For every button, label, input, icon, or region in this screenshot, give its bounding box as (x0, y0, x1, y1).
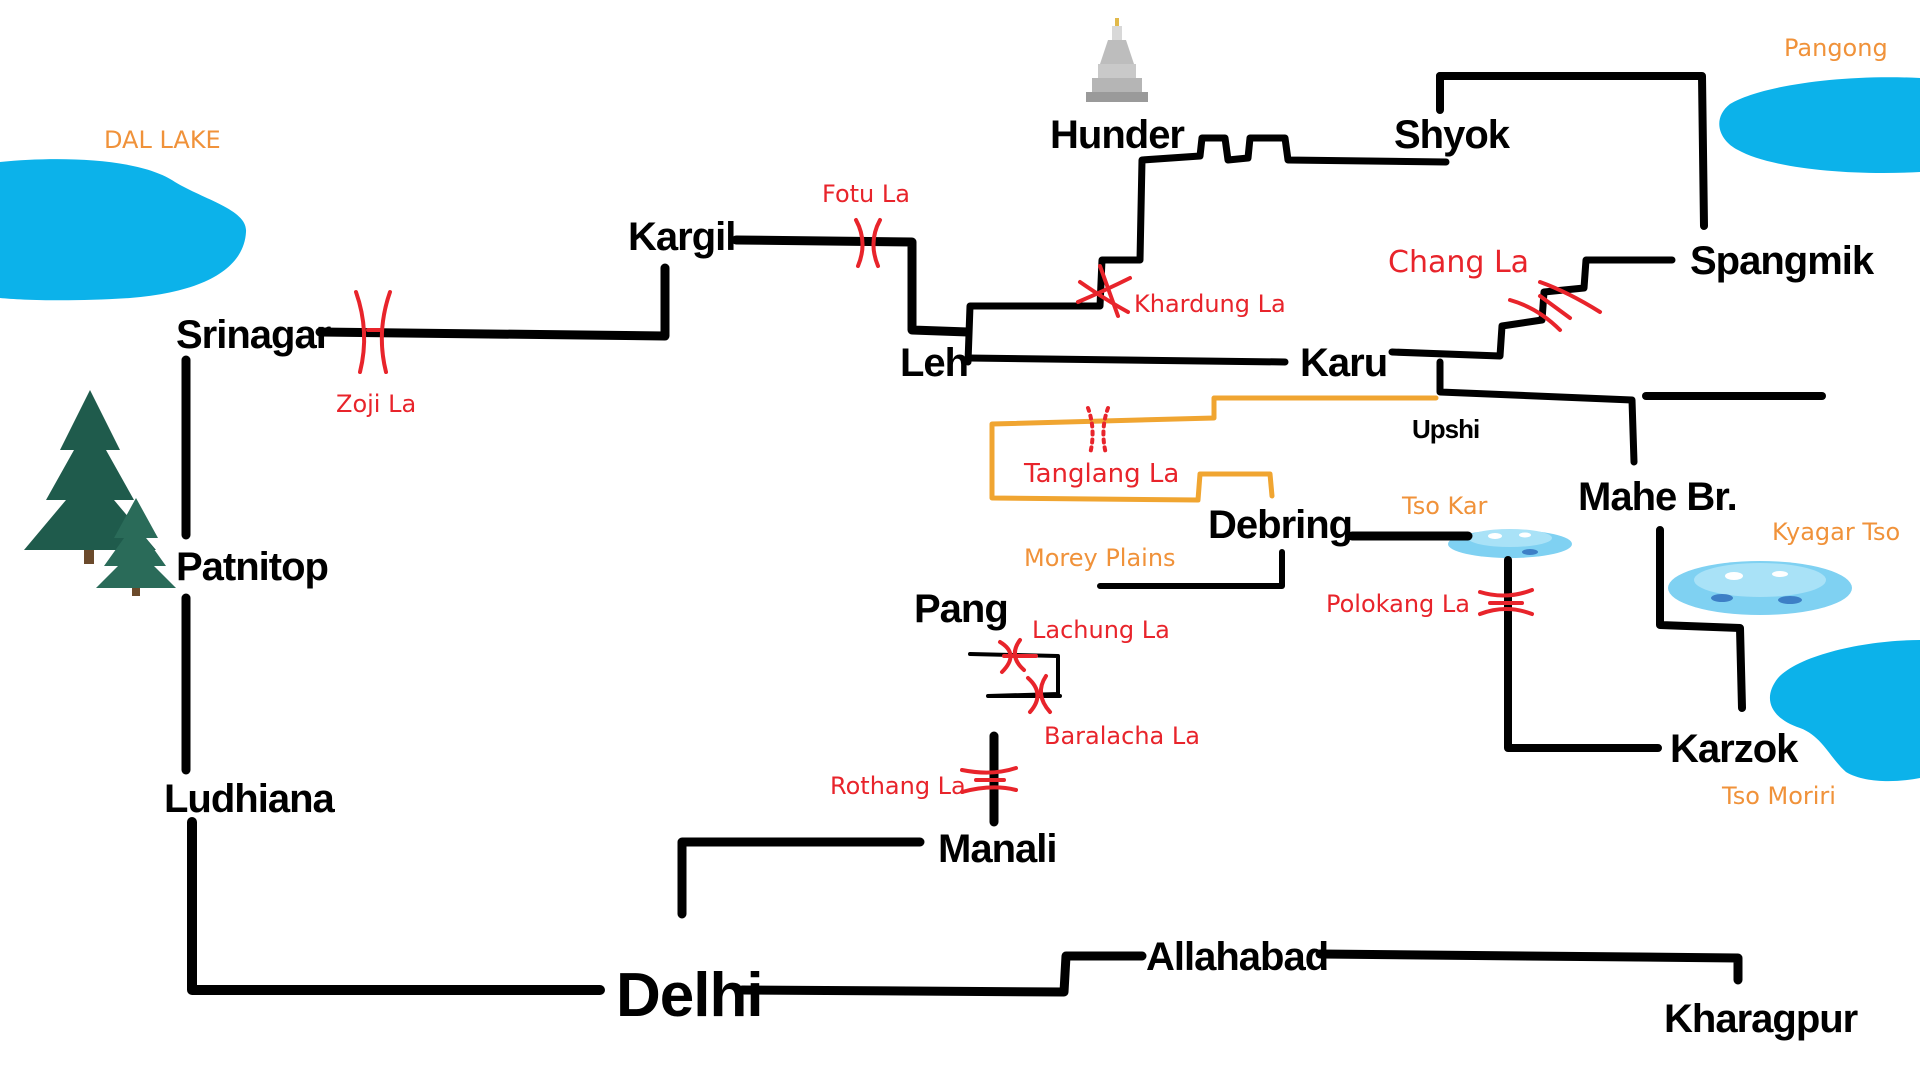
pangong-lake-icon (1719, 77, 1920, 174)
town-spangmik: Spangmik (1690, 239, 1875, 283)
label-dal-lake: DAL LAKE (104, 126, 221, 154)
town-debring: Debring (1208, 503, 1352, 547)
label-polokang-la: Polokang La (1326, 590, 1470, 618)
town-allahabad: Allahabad (1146, 935, 1328, 979)
town-mahe-bridge: Mahe Br. (1578, 475, 1737, 519)
label-morey-plains: Morey Plains (1024, 544, 1176, 572)
tanglang-la-pass-icon (1086, 406, 1110, 456)
monastery-icon (1086, 18, 1148, 102)
mountain-pass-icon (354, 218, 1602, 794)
water-labels: DAL LAKE Pangong Tso Kar Kyagar Tso Tso … (104, 34, 1900, 810)
town-karzok: Karzok (1670, 727, 1799, 771)
pine-tree-icon (24, 390, 176, 596)
label-pangong: Pangong (1784, 34, 1888, 62)
town-kargil: Kargil (628, 215, 735, 259)
town-labels: Srinagar Patnitop Ludhiana Delhi Allahab… (164, 113, 1876, 1041)
lachung-la-pass-icon (998, 638, 1038, 674)
baralacha-la-pass-icon (1026, 674, 1052, 714)
label-fotu-la: Fotu La (822, 180, 910, 208)
khardung-la-pass-icon (1076, 264, 1132, 318)
label-tanglang-la: Tanglang La (1023, 459, 1179, 489)
label-baralacha-la: Baralacha La (1044, 722, 1200, 750)
town-karu: Karu (1300, 341, 1387, 385)
town-kharagpur: Kharagpur (1664, 997, 1858, 1041)
town-delhi: Delhi (616, 961, 763, 1030)
label-kyagar-tso: Kyagar Tso (1772, 518, 1900, 546)
fotu-la-pass-icon (854, 218, 882, 268)
town-pang: Pang (914, 587, 1008, 631)
rothang-la-pass-icon (960, 766, 1018, 794)
town-patnitop: Patnitop (176, 545, 328, 589)
label-tso-kar: Tso Kar (1401, 492, 1488, 520)
tso-kar-lake-icon (1448, 529, 1572, 558)
label-tso-moriri: Tso Moriri (1721, 782, 1836, 810)
polokang-la-pass-icon (1478, 588, 1534, 616)
label-lachung-la: Lachung La (1032, 616, 1170, 644)
alternate-route (989, 395, 1439, 503)
town-ludhiana: Ludhiana (164, 777, 336, 821)
zoji-la-pass-icon (354, 290, 392, 374)
pass-labels: Zoji La Fotu La Khardung La Chang La Tan… (336, 180, 1529, 800)
chang-la-pass-icon (1508, 280, 1602, 332)
tso-moriri-lake-icon (1769, 640, 1920, 782)
town-shyok: Shyok (1394, 113, 1511, 157)
label-zoji-la: Zoji La (336, 390, 416, 418)
label-chang-la: Chang La (1388, 245, 1529, 280)
dal-lake-icon (0, 159, 247, 301)
town-leh: Leh (900, 341, 968, 385)
town-srinagar: Srinagar (176, 313, 331, 357)
town-hunder: Hunder (1050, 113, 1184, 157)
kyagar-tso-lake-icon (1668, 561, 1852, 615)
label-rothang-la: Rothang La (830, 772, 966, 800)
town-upshi: Upshi (1412, 414, 1479, 444)
town-manali: Manali (938, 827, 1056, 871)
lakes (0, 77, 1920, 782)
label-khardung-la: Khardung La (1134, 290, 1286, 318)
